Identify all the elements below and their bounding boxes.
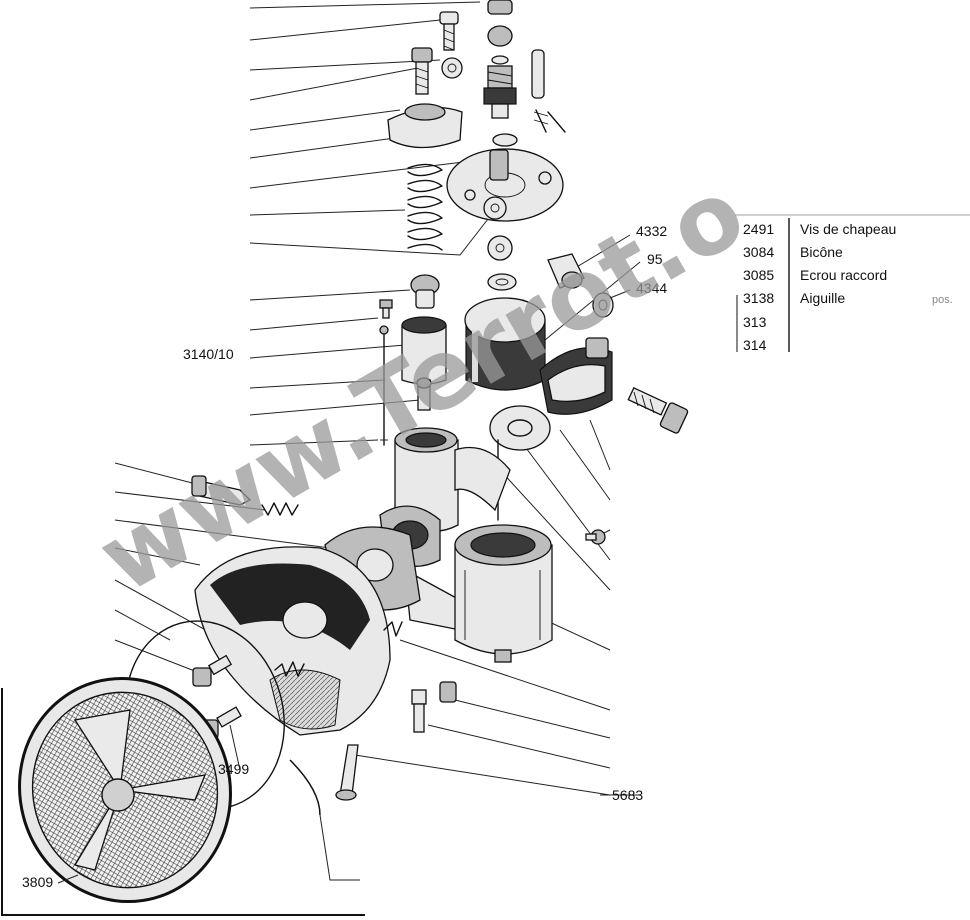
screw-small-1 <box>439 11 459 51</box>
nut-ball <box>487 25 513 47</box>
parts-table-ref: 3138 <box>743 290 774 306</box>
air-filter-housing <box>194 546 391 736</box>
parts-table-ref: 313 <box>743 314 767 330</box>
gasket-ring-small <box>492 133 518 147</box>
spring-large <box>407 163 443 251</box>
top-small-screw <box>487 0 513 15</box>
parts-table-ref: 314 <box>743 337 767 353</box>
spring-small-2 <box>274 661 305 677</box>
needle-3140 <box>379 325 389 446</box>
screw-small-2 <box>411 47 433 95</box>
clamp-collar <box>539 337 613 415</box>
jet-holder <box>483 55 517 119</box>
bicone-4332 <box>547 253 585 289</box>
clamp-bolt <box>627 386 689 434</box>
lock-washer-2 <box>483 196 507 220</box>
frame-border <box>1 214 970 916</box>
parts-table-desc: Vis de chapeau <box>800 221 896 237</box>
washer-4344 <box>592 292 614 318</box>
adjusting-screw <box>191 475 252 506</box>
cap-nut <box>387 103 463 149</box>
label-3140-10: 3140/10 <box>183 346 234 362</box>
spring-small-3 <box>383 621 403 637</box>
parts-table-ref: 3085 <box>743 267 774 283</box>
label-3499: 3499 <box>218 761 249 777</box>
screw-head-nut <box>410 274 440 309</box>
part-labels: 4332 95 4344 3140/10 3499 5683 3809 <box>22 223 667 890</box>
stud-5683 <box>335 744 359 801</box>
carb-top-cap <box>446 148 564 222</box>
parts-table-ref: 2491 <box>743 221 774 237</box>
throttle-slide <box>401 316 447 385</box>
label-3809: 3809 <box>22 874 53 890</box>
label-5683: 5683 <box>612 787 643 803</box>
gasket-ring-2 <box>487 273 517 291</box>
float-bowl <box>454 524 553 663</box>
lock-washer-3 <box>487 235 513 261</box>
needle-pin <box>531 49 566 133</box>
mixture-tube <box>416 377 432 411</box>
label-4344: 4344 <box>636 280 667 296</box>
small-screw-left <box>379 299 393 319</box>
float-gasket <box>489 405 551 451</box>
leader-lines-right <box>229 234 641 881</box>
parts-table-extra: pos. <box>932 294 953 306</box>
small-screw-right <box>585 529 606 545</box>
screw-filter <box>192 654 233 687</box>
parts-table-ref: 3084 <box>743 244 774 260</box>
label-95: 95 <box>647 251 663 267</box>
parts-table-desc: Aiguille <box>800 290 845 306</box>
screws-bottom <box>411 681 457 733</box>
parts-table-desc: Bicône <box>800 244 843 260</box>
float-chamber-cap-95 <box>464 297 546 391</box>
lock-washer-1 <box>441 57 463 79</box>
label-4332: 4332 <box>636 223 667 239</box>
parts-table: 2491 Vis de chapeau 3084 Bicône 3085 Ecr… <box>736 218 953 353</box>
air-filter-grille <box>18 676 232 904</box>
leader-lines-left <box>114 1 496 676</box>
parts-table-desc: Ecrou raccord <box>800 267 887 283</box>
spring-small-1 <box>261 502 299 516</box>
